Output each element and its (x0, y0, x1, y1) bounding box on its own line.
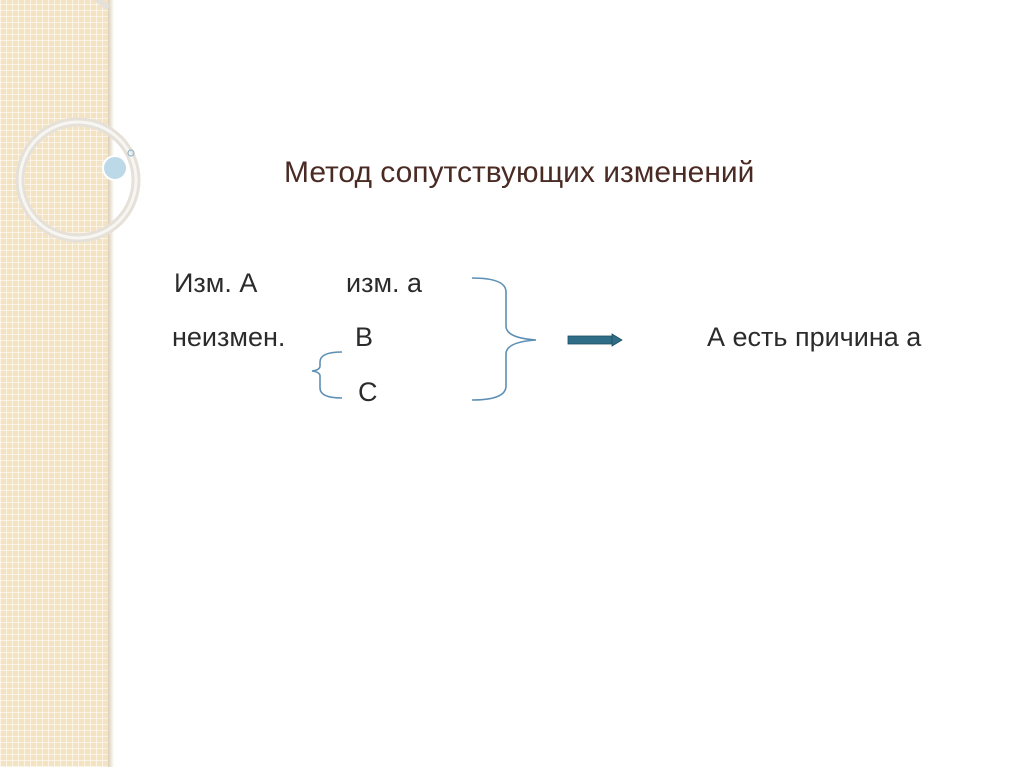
row3-mid-text: С (358, 377, 378, 407)
decorative-circles (15, 0, 141, 243)
row2-left-text: неизмен. (172, 322, 286, 352)
row1-left-text: Изм. А (174, 268, 258, 298)
small-left-brace (311, 351, 343, 399)
row2-mid-text: В (355, 322, 374, 352)
large-right-brace (471, 277, 537, 401)
implication-arrow (567, 333, 623, 347)
decorative-dot (127, 149, 135, 157)
slide-title: Метод сопутствующих изменений (284, 156, 755, 189)
conclusion-text: А есть причина а (707, 322, 922, 352)
decorative-arc (92, 0, 111, 11)
row1-right-text: изм. а (346, 268, 423, 298)
side-panel-edge (108, 0, 114, 767)
decorative-bubble (102, 155, 128, 181)
